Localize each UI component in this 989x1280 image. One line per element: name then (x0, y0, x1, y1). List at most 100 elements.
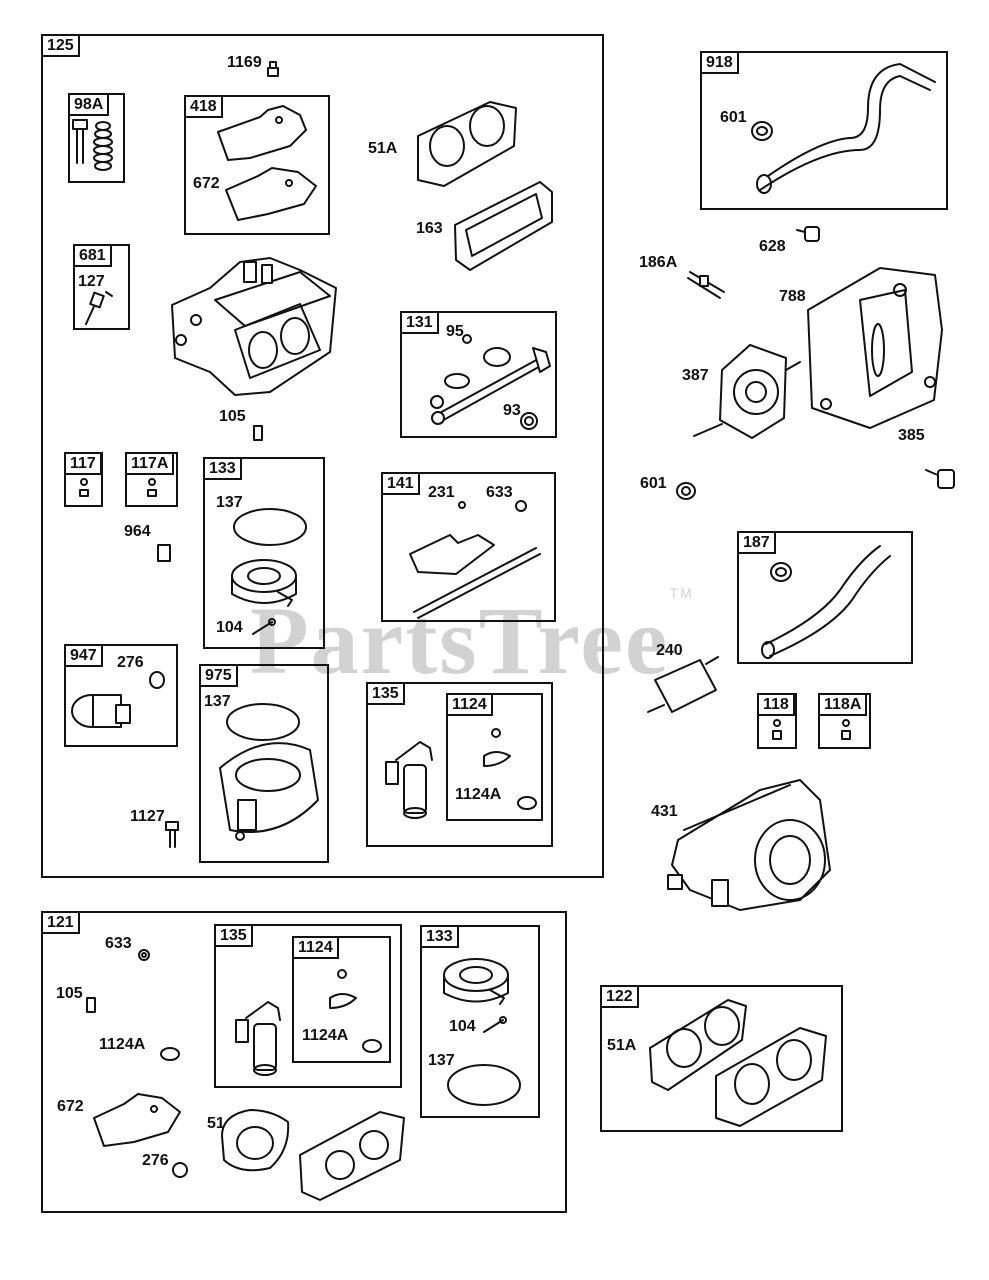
part-105-jet-lower (86, 997, 96, 1013)
kit-box-947: 947 (64, 644, 178, 747)
part-51-gasket (221, 1109, 290, 1172)
kit-box-122: 122 (600, 985, 843, 1132)
part-label: 633 (486, 484, 513, 501)
part-label: 1169 (227, 54, 262, 71)
kit-box-118: 118 (757, 693, 797, 749)
part-98A-bolt-springs (72, 119, 113, 171)
part-135-upper-valve (385, 728, 537, 819)
part-628-screw (796, 226, 820, 242)
kit-label: 187 (739, 533, 776, 554)
kit-box-135-lower: 135 (214, 924, 402, 1088)
part-label: 1124A (302, 1027, 349, 1044)
kit-box-1124-upper: 1124 (446, 693, 543, 821)
part-label: 788 (779, 288, 806, 305)
part-label: 276 (117, 654, 144, 671)
part-label: 672 (193, 175, 220, 192)
kit-box-121: 121 (41, 911, 567, 1213)
part-51A-gasket-upper (417, 101, 517, 187)
part-918-hose (751, 63, 936, 194)
kit-box-975: 975 (199, 664, 329, 863)
kit-box-418: 418 (184, 95, 330, 235)
kit-label: 1124 (448, 695, 493, 716)
kit-label: 131 (402, 313, 439, 334)
part-label: 1127 (130, 808, 165, 825)
part-label: 104 (449, 1018, 476, 1035)
kit-label: 135 (216, 926, 253, 947)
part-label: 672 (57, 1098, 84, 1115)
kit-label: 118 (759, 695, 795, 716)
part-947-solenoid (71, 671, 165, 728)
part-1124A-oring-121 (160, 1047, 180, 1061)
part-label: 601 (640, 475, 667, 492)
kit-label: 681 (75, 246, 112, 267)
part-672-gasket-lower (93, 1093, 181, 1147)
part-118A-jet (841, 719, 851, 740)
kit-box-117A: 117A (125, 452, 178, 507)
part-672-gasket-upper (225, 167, 317, 221)
part-187-hose (761, 545, 891, 659)
part-105-jet (253, 425, 263, 441)
part-131-throttle-shaft (430, 334, 551, 430)
kit-label: 975 (201, 666, 238, 687)
part-label: 95 (446, 323, 464, 340)
kit-label: 918 (702, 53, 739, 74)
kit-box-131: 131 (400, 311, 557, 438)
part-135-lower-valve (235, 969, 382, 1076)
part-964-plug (157, 544, 171, 562)
kit-box-118A: 118A (818, 693, 871, 749)
part-label: 385 (898, 427, 925, 444)
part-label: 93 (503, 402, 521, 419)
part-1127-bolt (165, 821, 179, 848)
part-gasket-faded (299, 1111, 405, 1201)
kit-box-98A: 98A (68, 93, 125, 183)
part-601-clamp-lower (676, 482, 696, 500)
part-118-jet (772, 719, 782, 740)
part-633-washer-lower (138, 949, 150, 961)
part-117-jet (79, 478, 89, 497)
kit-label: 141 (383, 474, 420, 495)
kit-box-1124-lower: 1124 (292, 936, 391, 1063)
part-label: 105 (56, 985, 83, 1002)
part-133-lower (443, 958, 521, 1106)
kit-label: 122 (602, 987, 639, 1008)
part-141-choke (409, 500, 541, 619)
kit-box-135-upper: 135 (366, 682, 553, 847)
part-label: 51A (368, 140, 398, 157)
part-117A-jet (147, 478, 157, 497)
part-133-upper (231, 508, 307, 635)
kit-label: 947 (66, 646, 103, 667)
part-387-fuel-pump (693, 344, 801, 439)
kit-box-681: 681 (73, 244, 130, 330)
part-label: 137 (204, 693, 231, 710)
part-label: 431 (651, 803, 678, 820)
part-label: 601 (720, 109, 747, 126)
part-label: 1124A (99, 1036, 146, 1053)
kit-label: 125 (43, 36, 80, 57)
part-label: 633 (105, 935, 132, 952)
part-label: 276 (142, 1152, 169, 1169)
kit-label: 117A (127, 454, 175, 475)
part-186A-fitting (687, 271, 725, 299)
kit-label: 133 (205, 459, 242, 480)
kit-label: 98A (70, 95, 110, 116)
part-carburetor-body (171, 257, 337, 396)
kit-label: 117 (66, 454, 102, 475)
kit-box-117: 117 (64, 452, 103, 507)
part-240-fuel-filter (647, 656, 719, 713)
part-label: 1124A (455, 786, 502, 803)
part-127-screw (85, 291, 113, 325)
kit-box-187: 187 (737, 531, 913, 664)
kit-label: 418 (186, 97, 223, 118)
part-label: 628 (759, 238, 786, 255)
kit-box-133-lower: 133 (420, 925, 540, 1118)
kit-label: 118A (820, 695, 868, 716)
part-label: 137 (216, 494, 243, 511)
part-276-washer-lower (172, 1162, 188, 1178)
part-163-gasket (454, 181, 553, 271)
kit-box-133-upper: 133 (203, 457, 325, 649)
part-label: 240 (656, 642, 683, 659)
kit-box-918: 918 (700, 51, 948, 210)
kit-label: 1124 (294, 938, 339, 959)
part-label: 104 (216, 619, 243, 636)
part-1169-screw (267, 61, 279, 77)
